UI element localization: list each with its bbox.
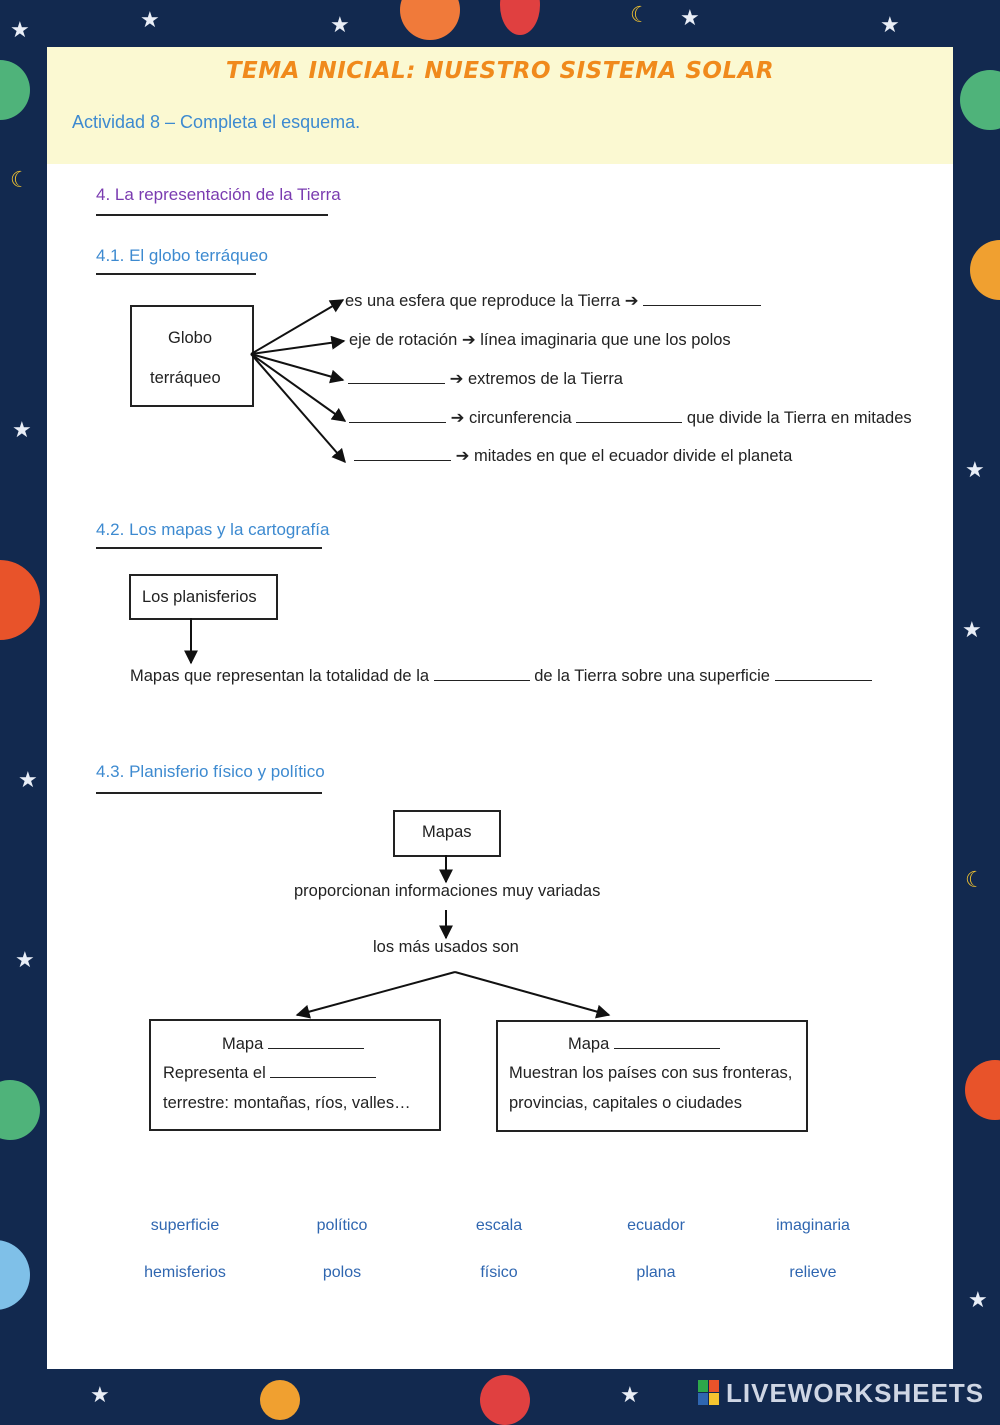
scheme-item: ➔ mitades en que el ecuador divide el pl…	[354, 446, 792, 466]
map-type-label: Mapa	[222, 1035, 264, 1053]
mapas-line1: proporcionan informaciones muy variadas	[294, 882, 601, 900]
blank-field[interactable]	[774, 666, 872, 681]
mapas-line2: los más usados son	[373, 938, 519, 956]
arrow-icon: ➔	[624, 292, 639, 310]
blank-field[interactable]	[643, 291, 762, 306]
section-heading: 4. La representación de la Tierra	[96, 185, 341, 204]
scheme-item: es una esfera que reproduce la Tierra ➔	[345, 291, 762, 311]
heading-underline	[96, 547, 322, 549]
sentence-part: Mapas que representan la totalidad de la	[130, 667, 434, 685]
star-icon: ★	[12, 418, 32, 443]
left-map-line1: Representa el	[163, 1063, 377, 1083]
blank-field[interactable]	[267, 1034, 364, 1049]
connector-arrow	[250, 299, 345, 355]
connector-arrow	[250, 353, 346, 464]
word-bank-item[interactable]: superficie	[150, 1217, 220, 1234]
arrow-icon: ➔	[449, 370, 464, 388]
arrow-icon: ➔	[455, 447, 470, 465]
heading-underline	[96, 214, 328, 216]
word-bank-item[interactable]: hemisferios	[144, 1264, 226, 1281]
moon-icon: ☾	[630, 3, 650, 28]
word-bank-item[interactable]: ecuador	[627, 1217, 685, 1234]
right-map-line2: provincias, capitales o ciudades	[509, 1094, 742, 1112]
arrow-icon: ➔	[461, 331, 476, 349]
worksheet-page	[47, 47, 953, 1369]
item-text: línea imaginaria que une los polos	[475, 331, 731, 349]
star-icon: ★	[962, 618, 982, 643]
liveworksheets-logo-icon	[698, 1380, 719, 1405]
left-map-line2: terrestre: montañas, ríos, valles…	[163, 1094, 411, 1112]
word-bank-item[interactable]: escala	[475, 1217, 523, 1234]
blank-field[interactable]	[576, 408, 683, 423]
scheme-item: ➔ extremos de la Tierra	[348, 369, 623, 389]
heading-underline	[96, 273, 256, 275]
star-icon: ★	[968, 1288, 988, 1313]
planisferios-label: Los planisferios	[142, 588, 257, 606]
right-map-box	[496, 1020, 808, 1132]
globe-box-line2: terráqueo	[150, 369, 221, 387]
map-desc: Representa el	[163, 1064, 266, 1082]
word-bank-item[interactable]: polos	[322, 1264, 362, 1281]
section-heading: 4.1. El globo terráqueo	[96, 246, 269, 265]
globe-box-line1: Globo	[168, 329, 213, 347]
star-icon: ★	[10, 18, 30, 43]
page-title: TEMA INICIAL: NUESTRO SISTEMA SOLAR	[225, 58, 775, 84]
connector-arrow	[250, 335, 346, 355]
scheme-item: eje de rotación ➔ línea imaginaria que u…	[349, 330, 731, 350]
map-type-label: Mapa	[568, 1035, 610, 1053]
connector-arrow	[454, 971, 611, 1019]
right-map-line1: Muestran los países con sus fronteras,	[509, 1064, 793, 1082]
arrow-icon: ➔	[450, 409, 465, 427]
right-map-title: Mapa	[568, 1034, 720, 1054]
word-bank-item[interactable]: plana	[636, 1264, 676, 1281]
connector-arrow	[295, 971, 456, 1019]
star-icon: ★	[965, 458, 985, 483]
star-icon: ★	[620, 1383, 640, 1408]
item-text: circunferencia	[464, 409, 572, 427]
star-icon: ★	[140, 8, 160, 33]
left-map-box	[149, 1019, 441, 1131]
planisferios-sentence: Mapas que representan la totalidad de la…	[130, 666, 872, 686]
star-icon: ★	[680, 6, 700, 31]
connector-arrow	[250, 353, 347, 422]
connector-arrow	[250, 353, 345, 384]
moon-icon: ☾	[10, 168, 30, 193]
blank-field[interactable]	[433, 666, 530, 681]
section-heading: 4.3. Planisferio físico y político	[96, 762, 325, 781]
word-bank-item[interactable]: político	[316, 1217, 368, 1234]
item-text: eje de rotación	[349, 331, 462, 349]
left-map-title: Mapa	[222, 1034, 364, 1054]
planet-decoration	[960, 70, 1000, 130]
word-bank-item[interactable]: relieve	[789, 1264, 837, 1281]
item-text: extremos de la Tierra	[463, 370, 623, 388]
mapas-label: Mapas	[422, 823, 472, 841]
scheme-item: ➔ circunferencia que divide la Tierra en…	[349, 408, 912, 428]
blank-field[interactable]	[613, 1034, 720, 1049]
word-bank-item[interactable]: físico	[480, 1264, 518, 1281]
liveworksheets-logo: LIVEWORKSHEETS	[726, 1378, 985, 1408]
heading-underline	[96, 792, 322, 794]
item-text: es una esfera que reproduce la Tierra	[345, 292, 625, 310]
section-heading: 4.2. Los mapas y la cartografía	[96, 520, 330, 539]
header-band	[47, 47, 953, 164]
blank-field[interactable]	[270, 1063, 377, 1078]
blank-field[interactable]	[349, 408, 446, 423]
blank-field[interactable]	[354, 446, 451, 461]
planisferios-box	[129, 574, 278, 620]
activity-instruction: Actividad 8 – Completa el esquema.	[72, 112, 361, 132]
star-icon: ★	[330, 13, 350, 38]
word-bank-item[interactable]: imaginaria	[776, 1217, 850, 1234]
item-text: que divide la Tierra en mitades	[682, 409, 912, 427]
star-icon: ★	[15, 948, 35, 973]
star-icon: ★	[18, 768, 38, 793]
sentence-part: de la Tierra sobre una superficie	[529, 667, 775, 685]
moon-icon: ☾	[965, 868, 985, 893]
blank-field[interactable]	[348, 369, 445, 384]
star-icon: ★	[90, 1383, 110, 1408]
item-text: mitades en que el ecuador divide el plan…	[469, 447, 793, 465]
star-icon: ★	[880, 13, 900, 38]
